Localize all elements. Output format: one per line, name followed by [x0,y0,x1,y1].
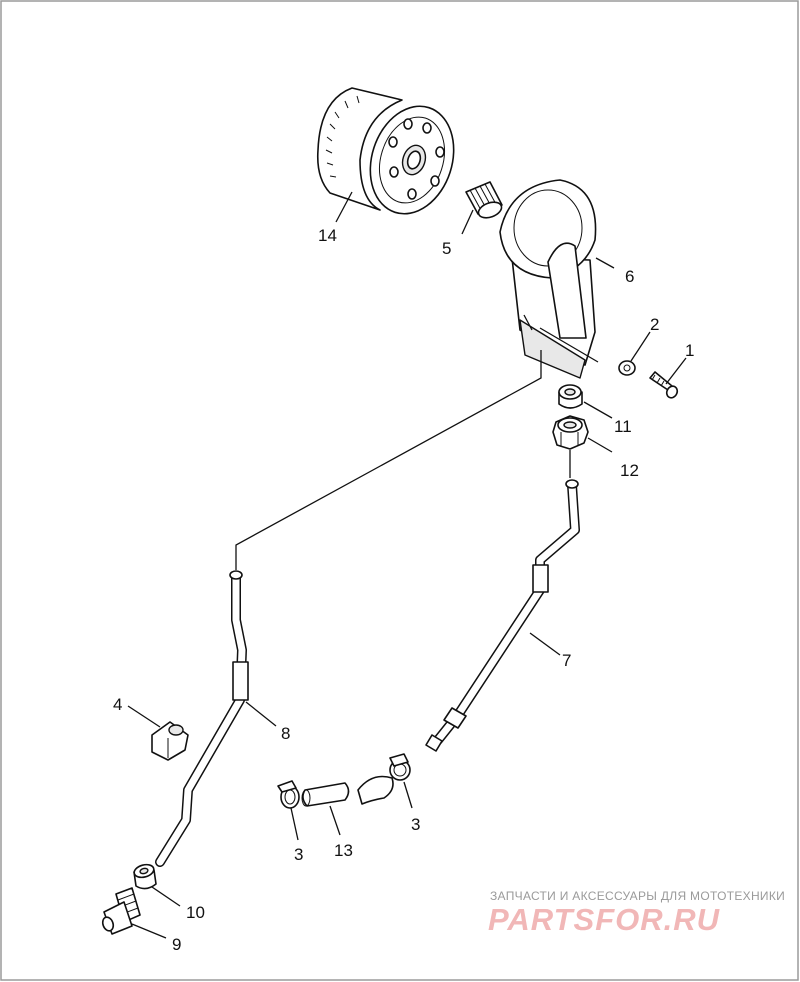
part-8-oil-line [155,570,277,867]
callout-13: 13 [334,841,353,860]
callout-11: 11 [614,417,632,436]
callout-6: 6 [625,267,634,286]
part-1-bolt [649,357,687,399]
part-4-clip [127,705,189,761]
callout-10: 10 [186,903,205,922]
callout-1: 1 [685,341,694,360]
callout-5: 5 [442,239,451,258]
part-6-filter-mount [235,179,615,570]
part-12-hex-fitting [552,415,613,478]
part-5-threaded-nipple [461,181,503,235]
part-7-oil-line [425,479,580,752]
callout-3-left: 3 [294,845,303,864]
part-3-hose-clamp-left [277,780,300,841]
part-10-spacer [133,863,181,907]
callout-12: 12 [620,461,639,480]
callout-labels: 1 2 3 3 4 5 6 7 8 9 10 11 12 13 14 [113,226,694,954]
callout-9: 9 [172,935,181,954]
watermark-logo: PARTSFOR.RU [488,902,721,937]
callout-7: 7 [562,651,571,670]
part-2-washer [618,331,651,376]
callout-4: 4 [113,695,122,714]
callout-2: 2 [650,315,659,334]
watermark-tagline: ЗАПЧАСТИ И АКСЕССУАРЫ ДЛЯ МОТОТЕХНИКИ [490,889,785,903]
callout-3-right: 3 [411,815,420,834]
part-13-hose [301,775,394,836]
watermark: ЗАПЧАСТИ И АКСЕССУАРЫ ДЛЯ МОТОТЕХНИКИ PA… [488,889,785,937]
part-9-fitting [101,887,167,939]
part-11-seal [558,384,613,419]
callout-8: 8 [281,724,290,743]
callout-14: 14 [318,226,337,245]
part-14-oil-filter [316,87,455,223]
part-3-hose-clamp-right [389,753,413,809]
